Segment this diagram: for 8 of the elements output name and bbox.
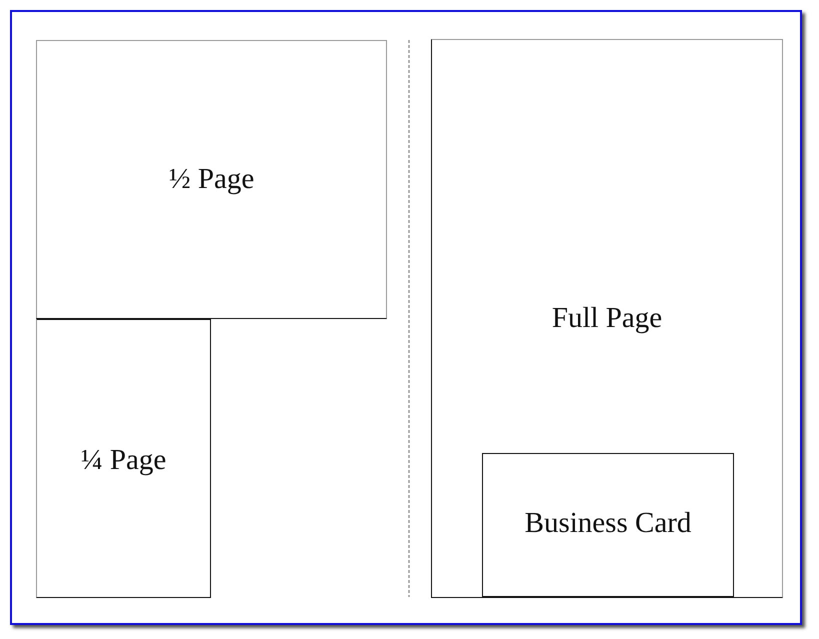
business-card-box bbox=[482, 453, 734, 597]
box-label: ¼ Page bbox=[80, 444, 166, 477]
half-page-box bbox=[36, 40, 387, 319]
box-label: Full Page bbox=[552, 302, 662, 335]
box-label: ½ Page bbox=[168, 163, 254, 196]
quarter-page-box bbox=[36, 318, 211, 598]
full-page-box bbox=[431, 39, 783, 598]
box-label: Business Card bbox=[524, 507, 692, 540]
